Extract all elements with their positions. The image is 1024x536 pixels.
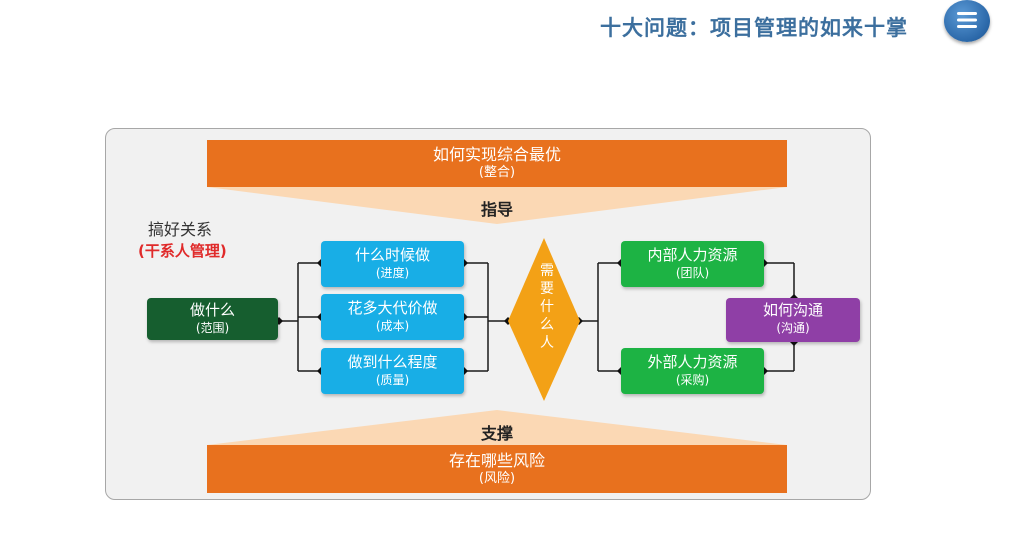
quality-box: 做到什么程度 (质量) bbox=[321, 348, 464, 394]
schedule-subtitle: (进度) bbox=[375, 266, 410, 280]
risk-band: 存在哪些风险 (风险) bbox=[207, 445, 787, 493]
page-title: 十大问题：项目管理的如来十掌 bbox=[600, 16, 908, 40]
procurement-box: 外部人力资源 (采购) bbox=[621, 348, 764, 394]
need-people-label: 需 要 什 么 人 bbox=[537, 262, 557, 352]
stakeholder-title: 搞好关系 bbox=[148, 220, 213, 239]
team-box: 内部人力资源 (团队) bbox=[621, 241, 764, 287]
need-people-char: 要 bbox=[540, 281, 554, 297]
team-subtitle: (团队) bbox=[675, 266, 710, 280]
need-people-diamond bbox=[508, 238, 580, 401]
need-people-char: 人 bbox=[540, 335, 554, 351]
scope-title: 做什么 bbox=[189, 301, 235, 319]
risk-title: 存在哪些风险 bbox=[448, 451, 545, 470]
integration-title: 如何实现综合最优 bbox=[432, 145, 561, 164]
cost-subtitle: (成本) bbox=[375, 319, 410, 333]
need-people-char: 什 bbox=[540, 299, 554, 315]
procurement-title: 外部人力资源 bbox=[647, 353, 738, 371]
guide-label: 指导 bbox=[480, 200, 513, 219]
need-people-char: 么 bbox=[540, 317, 554, 333]
integration-band: 如何实现综合最优 (整合) bbox=[207, 140, 787, 187]
communication-subtitle: (沟通) bbox=[776, 321, 810, 335]
hamburger-menu-icon bbox=[957, 12, 977, 28]
support-label: 支撑 bbox=[480, 424, 513, 443]
schedule-title: 什么时候做 bbox=[354, 246, 430, 264]
schedule-box: 什么时候做 (进度) bbox=[321, 241, 464, 287]
scope-subtitle: (范围) bbox=[195, 321, 230, 335]
integration-subtitle: (整合) bbox=[478, 165, 516, 180]
guide-triangle bbox=[207, 187, 787, 224]
cost-title: 花多大代价做 bbox=[347, 299, 438, 317]
support-triangle bbox=[207, 410, 787, 445]
scope-box: 做什么 (范围) bbox=[147, 298, 278, 340]
stakeholder-subtitle: (干系人管理) bbox=[138, 242, 227, 260]
procurement-subtitle: (采购) bbox=[675, 373, 710, 387]
menu-button[interactable] bbox=[944, 0, 990, 42]
risk-subtitle: (风险) bbox=[478, 471, 516, 486]
communication-title: 如何沟通 bbox=[762, 301, 823, 319]
cost-box: 花多大代价做 (成本) bbox=[321, 294, 464, 340]
team-title: 内部人力资源 bbox=[647, 246, 738, 264]
need-people-char: 需 bbox=[540, 263, 554, 279]
communication-box: 如何沟通 (沟通) bbox=[726, 298, 860, 342]
quality-subtitle: (质量) bbox=[375, 373, 410, 387]
quality-title: 做到什么程度 bbox=[347, 353, 438, 371]
